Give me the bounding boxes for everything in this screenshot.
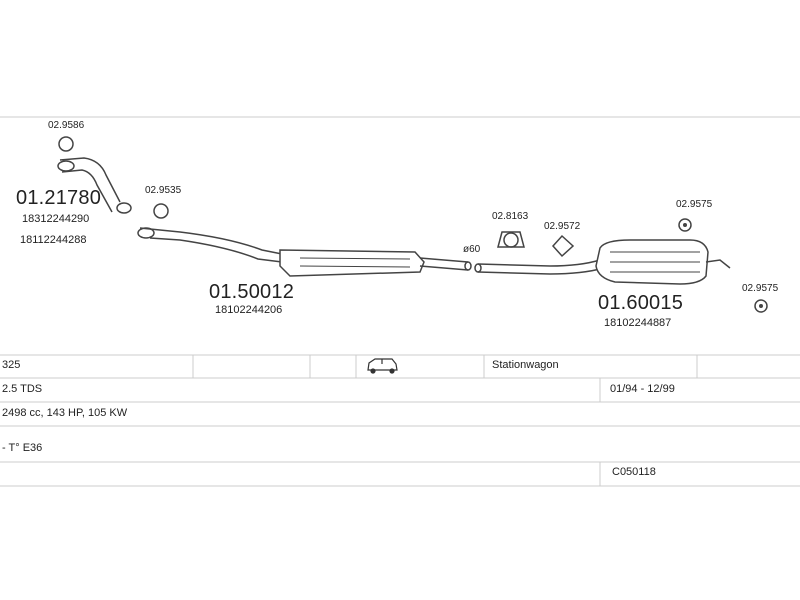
clamp-icon	[497, 231, 525, 248]
gasket-top-icon	[58, 136, 74, 152]
vehicle-years: 01/94 - 12/99	[610, 383, 675, 395]
vehicle-type: - T° E36	[2, 442, 43, 454]
vehicle-body-type: Stationwagon	[492, 359, 559, 371]
rear-silencer-icon	[595, 239, 731, 285]
middle-silencer-icon	[279, 249, 425, 277]
rear-rubber-top-label: 02.9575	[676, 199, 713, 210]
front-pipe-oem2: 18112244288	[20, 234, 87, 246]
vehicle-specs: 2498 cc, 143 HP, 105 KW	[2, 407, 128, 419]
rear-rubber-side-icon	[754, 299, 768, 313]
middle-silencer-oem: 18102244206	[215, 304, 283, 316]
info-table-grid	[0, 354, 800, 487]
gasket-front-label: 02.9535	[145, 185, 182, 196]
catalog-code: C050118	[612, 466, 656, 478]
rear-silencer-label: 01.60015	[598, 292, 684, 314]
gasket-top-label: 02.9586	[48, 120, 85, 131]
front-pipe-icon	[57, 157, 132, 214]
vehicle-model: 325	[2, 359, 21, 371]
gasket-front-icon	[153, 203, 169, 219]
rear-silencer-oem: 18102244887	[604, 317, 672, 329]
vehicle-engine: 2.5 TDS	[2, 383, 43, 395]
middle-pipe-icon	[137, 227, 283, 263]
rear-rubber-side-label: 02.9575	[742, 283, 779, 294]
gasket-mid-label: 02.9572	[544, 221, 581, 232]
front-pipe-label: 01.21780	[16, 187, 102, 209]
rear-rubber-top-icon	[678, 218, 692, 232]
middle-outlet-pipe-icon	[419, 257, 472, 271]
rear-pipe-icon	[474, 259, 605, 275]
gasket-mid-icon	[551, 234, 575, 258]
middle-silencer-label: 01.50012	[209, 281, 295, 303]
clamp-label: 02.8163	[492, 211, 529, 222]
diameter-label: ø60	[463, 244, 481, 255]
station-wagon-car-icon	[367, 358, 398, 374]
front-pipe-oem1: 18312244290	[22, 213, 90, 225]
